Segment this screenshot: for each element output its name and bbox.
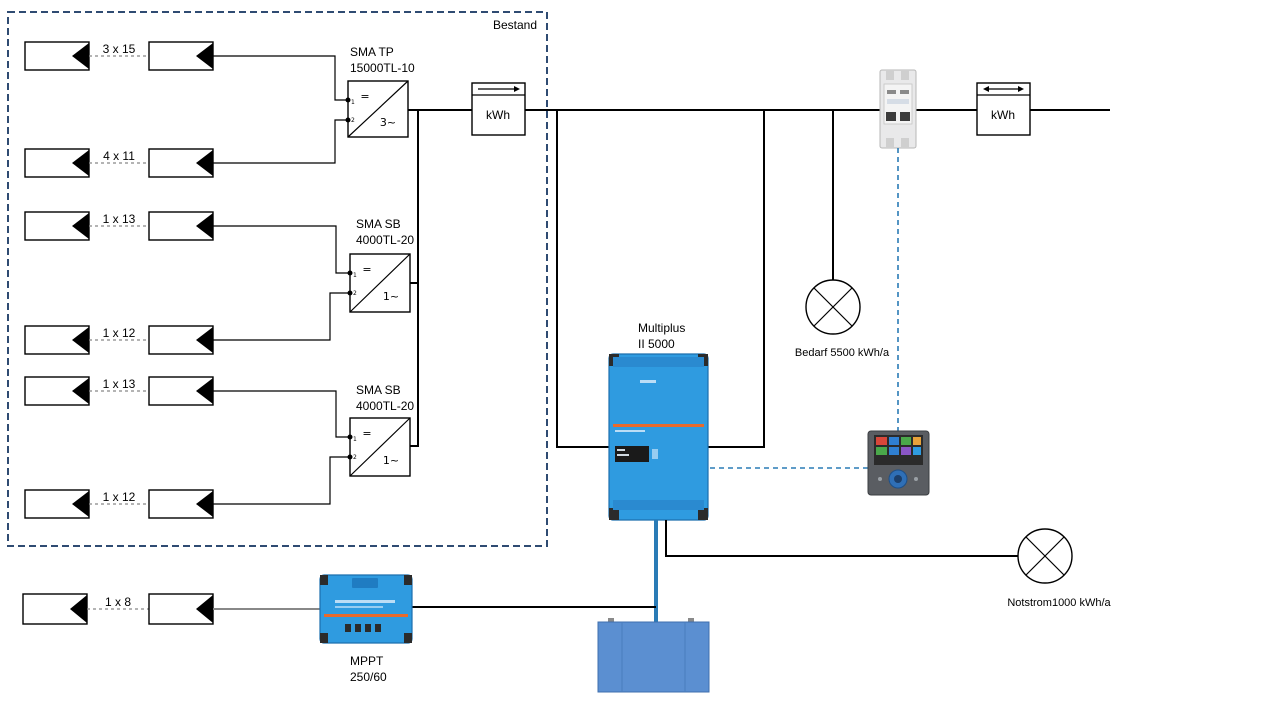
gx-display — [867, 430, 930, 496]
string-label: 1 x 8 — [105, 595, 131, 609]
pv-string-7: 1 x 8 — [22, 593, 214, 625]
grid-meter-device — [879, 69, 917, 149]
inverter-model: 4000TL-20 — [356, 233, 414, 247]
pv-module-icon — [22, 593, 88, 625]
inverter-name: SMA SB — [356, 217, 401, 231]
energy-meter-icon — [471, 82, 526, 136]
string-label: 1 x 13 — [103, 212, 136, 226]
mppt-charger: MPPT 250/60 — [319, 574, 413, 684]
pv-string-6: 1 x 12 — [24, 489, 214, 519]
svg-text:1~: 1~ — [383, 290, 399, 303]
pv-string-1: 3 x 15 — [24, 41, 214, 71]
string-label: 1 x 13 — [103, 377, 136, 391]
inverter-sma-tp-15000: = 3~ 1 2 SMA TP 15000TL-10 — [345, 45, 415, 138]
battery-icon — [597, 621, 710, 693]
multiplus-name: Multiplus — [638, 321, 685, 335]
svg-text:=: = — [360, 90, 369, 103]
load-label: Bedarf 5500 kWh/a — [795, 347, 890, 359]
string-label: 4 x 11 — [103, 149, 135, 163]
inverter-sma-sb-4000-2: = 1~ 1 2 SMA SB 4000TL-20 — [347, 383, 414, 477]
battery — [597, 618, 710, 693]
inverter-name: SMA SB — [356, 383, 401, 397]
mppt-model: 250/60 — [350, 670, 387, 684]
pv-string-2: 4 x 11 — [24, 148, 214, 178]
energy-meter-2: kWh — [976, 82, 1031, 136]
multiplus-inverter: Multiplus II 5000 — [608, 321, 709, 521]
energy-meter-icon — [976, 82, 1031, 136]
svg-text:1: 1 — [351, 99, 355, 106]
inverter-sma-sb-4000-1: = 1~ 1 2 SMA SB 4000TL-20 — [347, 217, 414, 313]
pv-string-4: 1 x 12 — [24, 325, 214, 355]
meter-label: kWh — [991, 108, 1015, 122]
energy-meter-1: kWh — [471, 82, 526, 136]
load-bedarf: Bedarf 5500 kWh/a — [795, 279, 890, 359]
svg-text:2: 2 — [353, 290, 357, 297]
svg-text:1: 1 — [353, 436, 357, 443]
bestand-frame — [7, 11, 548, 547]
svg-text:2: 2 — [353, 454, 357, 461]
inverter-name: SMA TP — [350, 45, 394, 59]
svg-text:=: = — [362, 427, 371, 440]
bestand-label: Bestand — [493, 18, 537, 32]
pv-string-3: 1 x 13 — [24, 211, 214, 241]
svg-text:1~: 1~ — [383, 454, 399, 467]
svg-text:=: = — [362, 263, 371, 276]
svg-text:2: 2 — [351, 117, 355, 124]
inverter-model: 4000TL-20 — [356, 399, 414, 413]
load-notstrom: Notstrom1000 kWh/a — [1007, 528, 1112, 609]
svg-text:3~: 3~ — [380, 116, 396, 129]
string-label: 1 x 12 — [103, 490, 136, 504]
multiplus-model: II 5000 — [638, 337, 675, 351]
pv-string-5: 1 x 13 — [24, 376, 214, 406]
inverter-model: 15000TL-10 — [350, 61, 415, 75]
load-label: Notstrom1000 kWh/a — [1007, 597, 1111, 609]
string-label: 1 x 12 — [103, 326, 136, 340]
svg-text:1: 1 — [353, 272, 357, 279]
string-label: 3 x 15 — [103, 42, 136, 56]
meter-label: kWh — [486, 108, 510, 122]
mppt-name: MPPT — [350, 654, 384, 668]
